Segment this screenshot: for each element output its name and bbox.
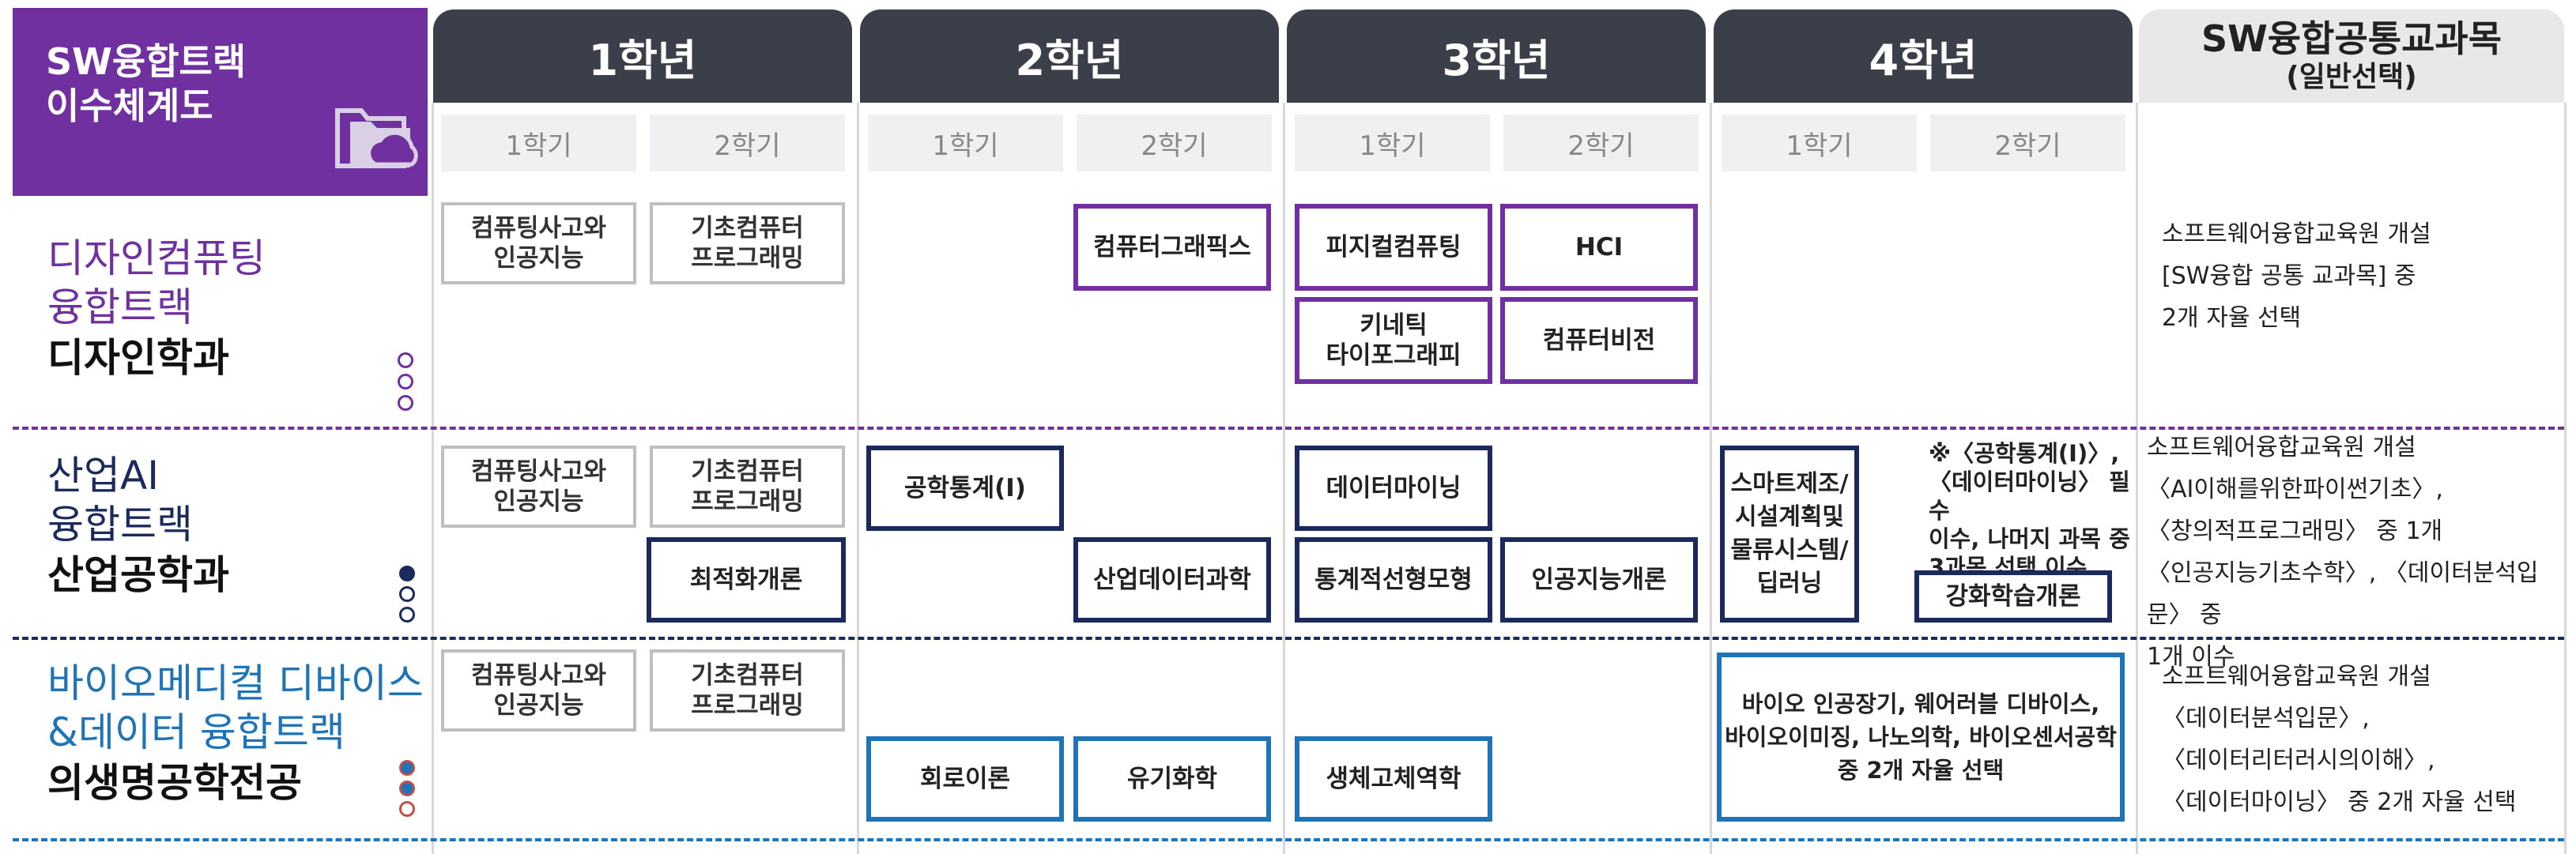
track-indicator-dot <box>399 801 415 817</box>
track-indicator-dot <box>399 781 415 796</box>
semester-label: 1학기 <box>1722 115 1917 171</box>
semester-label: 1학기 <box>868 115 1063 171</box>
course-box: 통계적선형모형 <box>1295 537 1492 623</box>
general-note-bio: 소프트웨어융합교육원 개설 〈데이터분석입문〉, 〈데이터리터러시의이해〉, 〈… <box>2162 663 2517 816</box>
dept-name-industrial: 산업공학과 <box>47 552 229 598</box>
course-box: 산업데이터과학 <box>1073 537 1271 623</box>
column-divider <box>1283 103 1285 854</box>
track-name-industrial: 산업AI 융합트랙 <box>47 453 193 547</box>
general-note-design: 소프트웨어융합교육원 개설 [SW융합 공통 교과목] 중 2개 자율 선택 <box>2162 220 2431 332</box>
course-box: 데이터마이닝 <box>1295 446 1492 531</box>
course-box: 최적화개론 <box>647 537 846 623</box>
course-box: 강화학습개론 <box>1914 570 2112 623</box>
course-box: 컴퓨팅사고와 인공지능 <box>441 649 636 732</box>
row-divider <box>13 427 2564 430</box>
course-box: 기초컴퓨터 프로그래밍 <box>650 446 845 528</box>
course-box: 유기화학 <box>1073 736 1271 822</box>
column-divider <box>857 103 859 854</box>
column-divider <box>1710 103 1712 854</box>
row-divider <box>13 637 2564 640</box>
column-divider <box>432 103 434 854</box>
track-indicator-dot <box>399 566 415 581</box>
year-header-4: 4학년 <box>1714 9 2133 103</box>
course-box: 키네틱 타이포그래피 <box>1295 297 1492 384</box>
course-box: 피지컬컴퓨팅 <box>1295 204 1492 291</box>
course-box: 컴퓨팅사고와 인공지능 <box>441 202 636 284</box>
title-panel: SW융합트랙 이수체계도 <box>13 8 428 196</box>
course-box: 스마트제조/ 시설계획및 물류시스템/ 딥러닝 <box>1720 446 1859 623</box>
general-header-title: SW융합공통교과목 <box>2201 17 2502 60</box>
course-box: 컴퓨터비전 <box>1500 297 1698 384</box>
column-divider <box>2136 103 2138 854</box>
course-box: 기초컴퓨터 프로그래밍 <box>650 649 845 732</box>
course-box: 바이오 인공장기, 웨어러블 디바이스, 바이오이미징, 나노의학, 바이오센서… <box>1717 653 2125 822</box>
semester-label: 2학기 <box>1503 115 1699 171</box>
track-indicator-dot <box>399 586 415 602</box>
general-note-industrial: 소프트웨어융합교육원 개설 〈AI이해를위한파이썬기초〉, 〈창의적프로그래밍〉… <box>2147 434 2539 671</box>
semester-label: 2학기 <box>1077 115 1272 171</box>
column-divider <box>2564 103 2567 854</box>
row-divider <box>13 838 2564 841</box>
course-box: 인공지능개론 <box>1500 537 1698 623</box>
track-indicator-dot <box>398 352 413 368</box>
semester-label: 2학기 <box>1930 115 2125 171</box>
semester-label: 1학기 <box>441 115 636 171</box>
year-header-1: 1학년 <box>433 9 852 103</box>
dept-name-design: 디자인학과 <box>47 335 229 381</box>
page-title: SW융합트랙 이수체계도 <box>46 40 247 127</box>
track-indicator-dot <box>399 760 415 776</box>
course-box: HCI <box>1500 204 1698 291</box>
dept-name-bio: 의생명공학전공 <box>47 760 302 806</box>
track-name-bio: 바이오메디컬 디바이스 &데이터 융합트랙 <box>47 660 424 755</box>
course-box: 컴퓨팅사고와 인공지능 <box>441 446 636 528</box>
year-header-3: 3학년 <box>1287 9 1706 103</box>
track-indicator-dot <box>399 607 415 623</box>
course-box: 컴퓨터그래픽스 <box>1073 204 1271 291</box>
course-box: 공학통계(Ⅰ) <box>866 446 1064 531</box>
course-box: 생체고체역학 <box>1295 736 1492 822</box>
track-indicator-dot <box>398 374 413 389</box>
course-box: 기초컴퓨터 프로그래밍 <box>650 202 845 284</box>
semester-label: 1학기 <box>1295 115 1490 171</box>
track-name-design: 디자인컴퓨팅 융합트랙 <box>47 235 266 330</box>
track-indicator-dot <box>398 395 413 411</box>
course-box: 회로이론 <box>866 736 1064 822</box>
year-header-2: 2학년 <box>860 9 1279 103</box>
general-header-subtitle: (일반선택) <box>2286 61 2417 93</box>
y4-note-industrial: ※〈공학통계(Ⅰ)〉, 〈데이터마이닝〉 필수 이수, 나머지 과목 중 3과목… <box>1929 440 2130 581</box>
semester-label: 2학기 <box>650 115 845 171</box>
folder-cloud-icon <box>335 108 418 168</box>
general-header: SW융합공통교과목 (일반선택) <box>2139 9 2564 103</box>
